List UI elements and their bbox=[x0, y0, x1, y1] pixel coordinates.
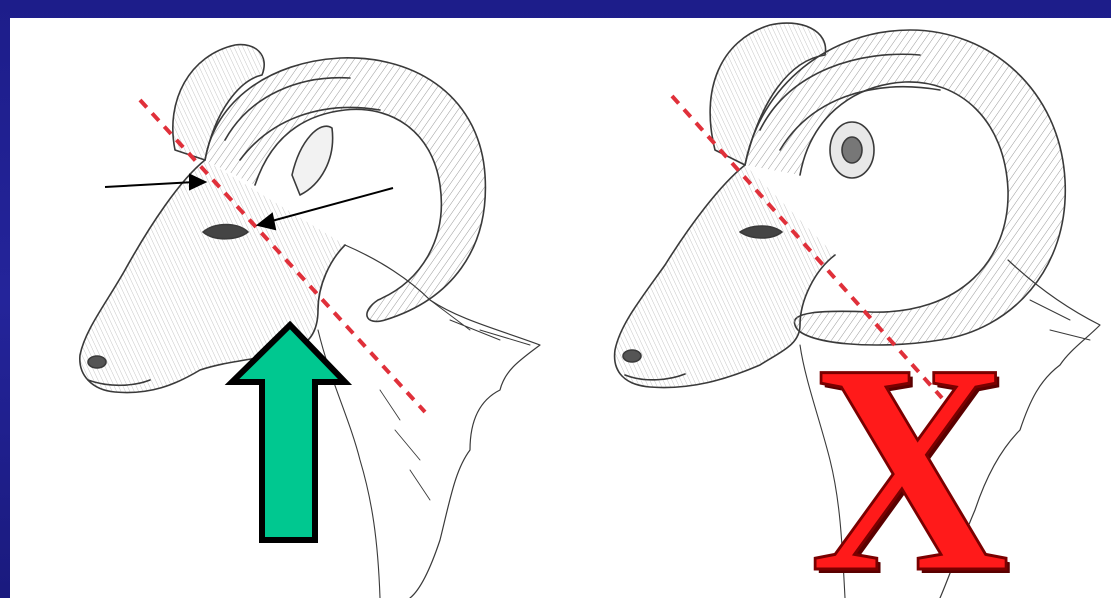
illustration-panel: X bbox=[10, 18, 1111, 598]
arrow-to-eye bbox=[268, 188, 393, 222]
incorrect-x-mark: X bbox=[810, 318, 1009, 598]
